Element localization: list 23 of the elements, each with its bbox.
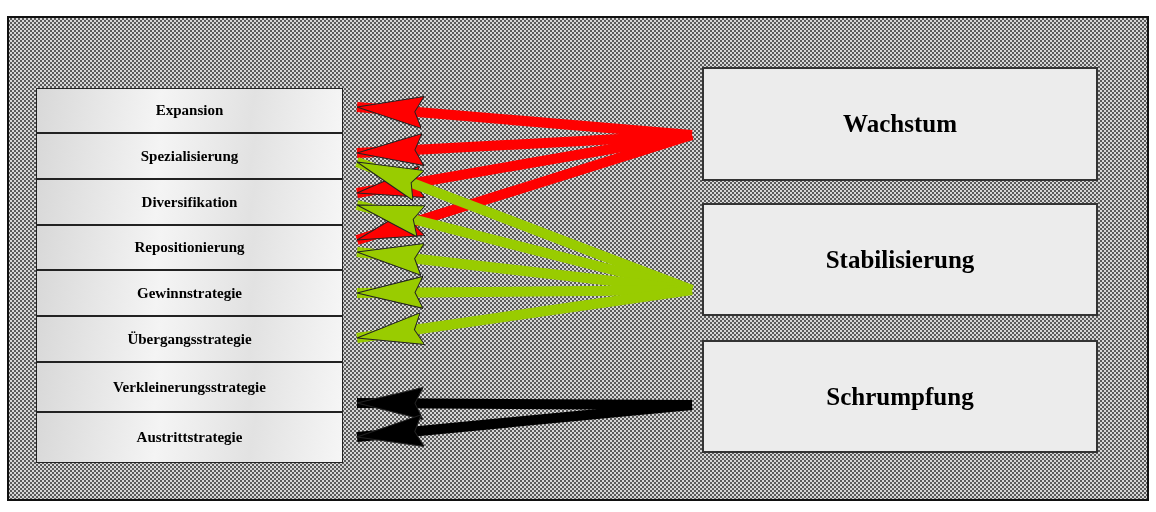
box-label: Spezialisierung — [140, 147, 239, 165]
strategy-row — [36, 412, 343, 463]
box-label: Repositionierung — [134, 239, 245, 256]
box-label: Schrumpfung — [826, 382, 974, 411]
strategy-row — [36, 362, 343, 412]
strategy-row — [36, 88, 343, 133]
block-arrow — [356, 130, 693, 166]
box-label: Übergangsstrategie — [127, 330, 252, 348]
box-label: Austrittstrategie — [136, 429, 243, 446]
category-box — [702, 340, 1098, 453]
box-label: Diversifikation — [141, 193, 238, 211]
category-box — [702, 203, 1098, 316]
strategy-row — [36, 270, 343, 316]
box-label: Verkleinerungsstrategie — [113, 378, 266, 396]
strategy-row — [36, 179, 343, 225]
strategy-row — [36, 316, 343, 362]
box-label: Stabilisierung — [825, 245, 975, 274]
strategy-row — [36, 133, 343, 179]
box-label: Wachstum — [843, 110, 957, 138]
box-label: Expansion — [155, 102, 224, 119]
category-box — [702, 67, 1098, 181]
strategy-row — [36, 225, 343, 270]
box-label: Gewinnstrategie — [137, 284, 242, 302]
